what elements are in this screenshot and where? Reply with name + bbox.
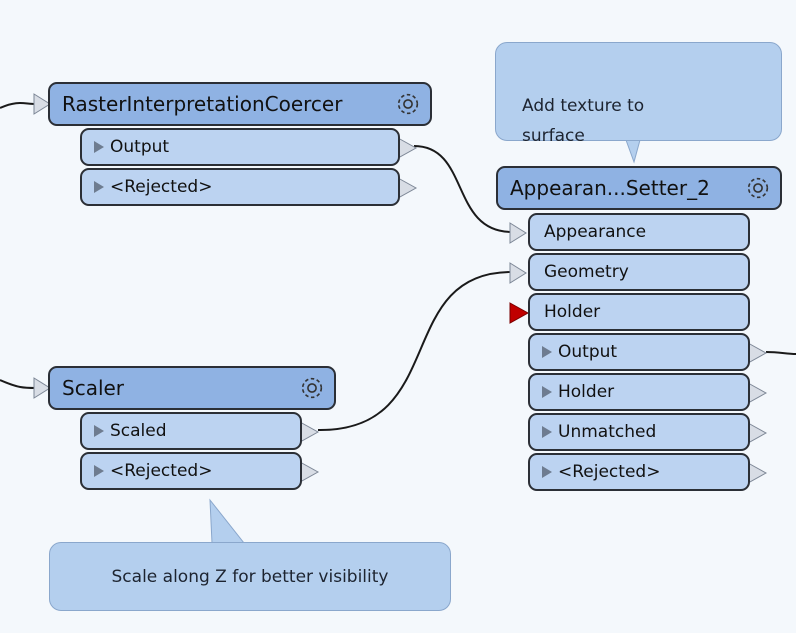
setter-output-label: Output — [558, 342, 618, 362]
port-arrow-icon — [542, 386, 552, 398]
port-arrow-icon — [542, 346, 552, 358]
coercer-output-port[interactable]: Output — [80, 128, 400, 166]
port-arrow-icon — [542, 466, 552, 478]
setter-holder-output-label: Holder — [558, 382, 615, 402]
gear-icon[interactable] — [744, 174, 772, 202]
setter-geometry-label: Geometry — [544, 262, 629, 282]
scale-note-tail — [209, 498, 246, 544]
setter-holder-output-port[interactable]: Holder — [528, 373, 750, 411]
scaler-scaled-label: Scaled — [110, 421, 167, 441]
setter-rejected-arrow-icon — [747, 462, 768, 484]
port-arrow-icon — [542, 426, 552, 438]
wire-coercer-output-to-appearance — [413, 145, 513, 233]
wire-incoming-scaler — [0, 379, 37, 389]
geometry-input-arrow-icon — [509, 262, 527, 284]
wire-appearance-output — [765, 351, 796, 355]
annotation-scale[interactable]: Scale along Z for better visibility — [49, 542, 451, 611]
coercer-input-arrow-icon — [33, 93, 51, 115]
scaled-output-arrow-icon — [299, 421, 320, 443]
setter-title: Appearan...Setter_2 — [510, 176, 710, 200]
coercer-rejected-label: <Rejected> — [110, 177, 213, 197]
coercer-rejected-port[interactable]: <Rejected> — [80, 168, 400, 206]
setter-appearance-label: Appearance — [544, 222, 647, 242]
scaler-scaled-port[interactable]: Scaled — [80, 412, 302, 450]
setter-title-bar[interactable]: Appearan...Setter_2 — [496, 166, 782, 210]
setter-unmatched-port[interactable]: Unmatched — [528, 413, 750, 451]
wire-scaled-to-geometry — [317, 271, 513, 432]
scaler-title-bar[interactable]: Scaler — [48, 366, 336, 410]
texture-note-tail — [625, 139, 641, 164]
appearance-input-arrow-icon — [509, 222, 527, 244]
setter-holder-input[interactable]: Holder — [528, 293, 750, 331]
coercer-rejected-arrow-icon — [397, 177, 418, 199]
setter-holder-output-arrow-icon — [747, 382, 768, 404]
port-arrow-icon — [94, 425, 104, 437]
setter-geometry-input[interactable]: Geometry — [528, 253, 750, 291]
port-arrow-icon — [94, 465, 104, 477]
gear-icon[interactable] — [298, 374, 326, 402]
scaler-rejected-arrow-icon — [299, 461, 320, 483]
setter-output-arrow-icon — [747, 342, 768, 364]
setter-rejected-port[interactable]: <Rejected> — [528, 453, 750, 491]
port-arrow-icon — [94, 141, 104, 153]
coercer-output-arrow-icon — [397, 137, 418, 159]
port-arrow-icon — [94, 181, 104, 193]
annotation-scale-text: Scale along Z for better visibility — [111, 566, 389, 587]
setter-output-port[interactable]: Output — [528, 333, 750, 371]
setter-holder-input-label: Holder — [544, 302, 601, 322]
wire-incoming-coercer — [0, 102, 37, 109]
coercer-output-label: Output — [110, 137, 170, 157]
setter-appearance-input[interactable]: Appearance — [528, 213, 750, 251]
scaler-rejected-label: <Rejected> — [110, 461, 213, 481]
scaler-title: Scaler — [62, 376, 125, 400]
setter-unmatched-arrow-icon — [747, 422, 768, 444]
setter-unmatched-label: Unmatched — [558, 422, 657, 442]
annotation-texture-text: Add texture to surface — [522, 96, 645, 146]
annotation-texture[interactable]: Add texture to surface — [495, 42, 782, 146]
coercer-title-bar[interactable]: RasterInterpretationCoercer — [48, 82, 432, 126]
gear-icon[interactable] — [394, 90, 422, 118]
scaler-input-arrow-icon — [33, 377, 51, 399]
setter-rejected-label: <Rejected> — [558, 462, 661, 482]
holder-required-input-arrow-icon — [509, 302, 530, 324]
coercer-title: RasterInterpretationCoercer — [62, 92, 343, 116]
scaler-rejected-port[interactable]: <Rejected> — [80, 452, 302, 490]
